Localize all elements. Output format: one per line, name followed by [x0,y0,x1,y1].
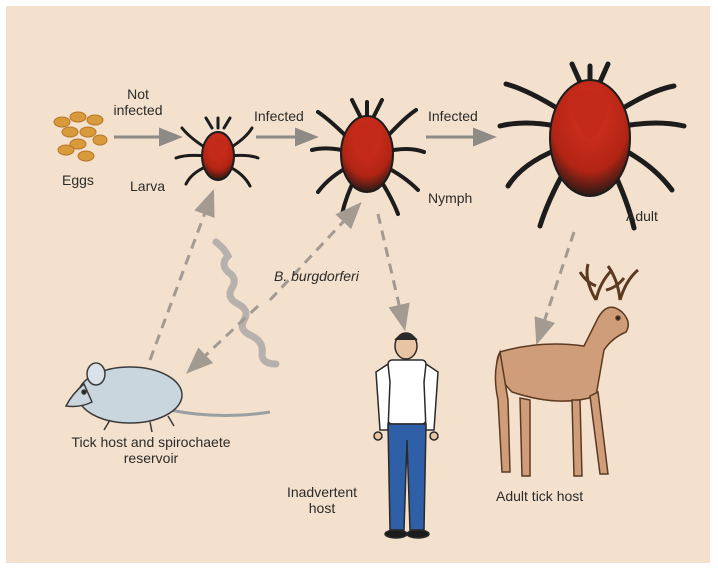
label-not-infected: Not infected [108,86,168,118]
dashed-arrow-mouse-to-larva [150,194,212,360]
dashed-arrow-nymph-to-human [378,214,404,326]
label-inadvertent-host: Inadvertent host [272,484,372,516]
label-reservoir-host: Tick host and spirochaete reservoir [36,434,266,466]
dashed-arrow-adult-to-deer [538,232,574,340]
label-infected-2: Infected [428,108,478,124]
label-eggs: Eggs [62,172,94,188]
label-b-burgdorferi: B. burgdorferi [274,268,359,284]
larva-tick [176,118,258,186]
eggs-cluster [54,112,107,161]
dashed-arrow-mouse-to-nymph [270,206,358,300]
deer-illustration [495,264,638,476]
label-adult: Adult [626,208,658,224]
label-infected-1: Infected [254,108,304,124]
adult-tick [500,64,684,228]
label-nymph: Nymph [428,190,472,206]
spirochete-icon [216,242,276,364]
label-adult-tick-host: Adult tick host [496,488,583,504]
human-illustration [374,333,438,538]
label-larva: Larva [130,178,165,194]
nymph-tick [312,100,424,214]
mouse-illustration [66,363,270,432]
